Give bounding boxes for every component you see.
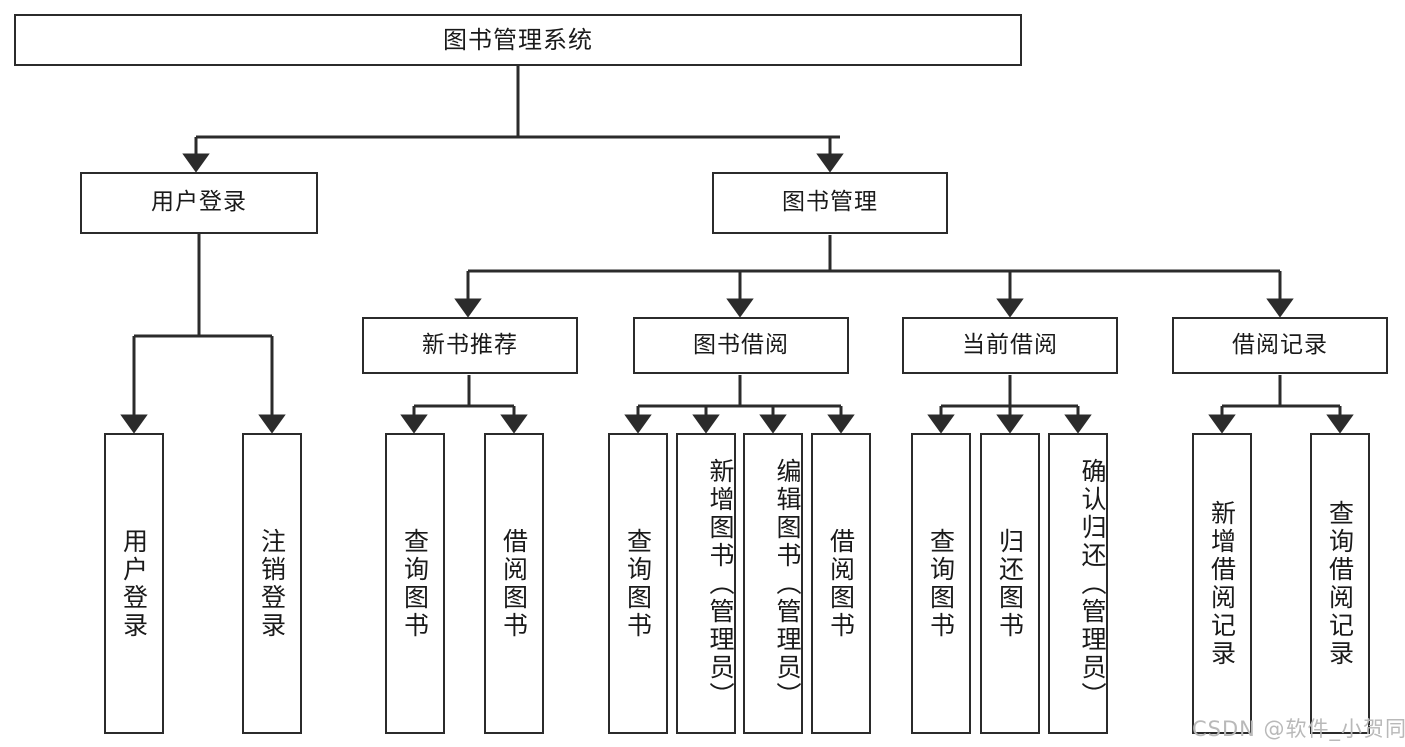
node-leaf-query-book-3[interactable]: 查询图书 (911, 433, 971, 734)
watermark-text: CSDN @软件_小贺同学 (1192, 717, 1405, 741)
node-book-borrow[interactable]: 图书借阅 (633, 317, 849, 374)
node-leaf-confirm-return[interactable]: 确认归还（管理员） (1048, 433, 1108, 734)
node-book-manage[interactable]: 图书管理 (712, 172, 948, 234)
node-new-book-recommend[interactable]: 新书推荐 (362, 317, 578, 374)
node-borrow-record[interactable]: 借阅记录 (1172, 317, 1388, 374)
node-leaf-borrow-book-1[interactable]: 借阅图书 (484, 433, 544, 734)
node-leaf-logout-login[interactable]: 注销登录 (242, 433, 302, 734)
node-leaf-add-record[interactable]: 新增借阅记录 (1192, 433, 1252, 734)
node-leaf-user-login[interactable]: 用户登录 (104, 433, 164, 734)
node-root-system[interactable]: 图书管理系统 (14, 14, 1022, 66)
node-leaf-borrow-book-2[interactable]: 借阅图书 (811, 433, 871, 734)
node-leaf-edit-book[interactable]: 编辑图书（管理员） (743, 433, 803, 734)
node-leaf-query-book-2[interactable]: 查询图书 (608, 433, 668, 734)
node-leaf-query-book-1[interactable]: 查询图书 (385, 433, 445, 734)
node-current-borrow[interactable]: 当前借阅 (902, 317, 1118, 374)
node-user-login[interactable]: 用户登录 (80, 172, 318, 234)
node-leaf-add-book[interactable]: 新增图书（管理员） (676, 433, 736, 734)
node-leaf-query-record[interactable]: 查询借阅记录 (1310, 433, 1370, 734)
node-leaf-return-book[interactable]: 归还图书 (980, 433, 1040, 734)
